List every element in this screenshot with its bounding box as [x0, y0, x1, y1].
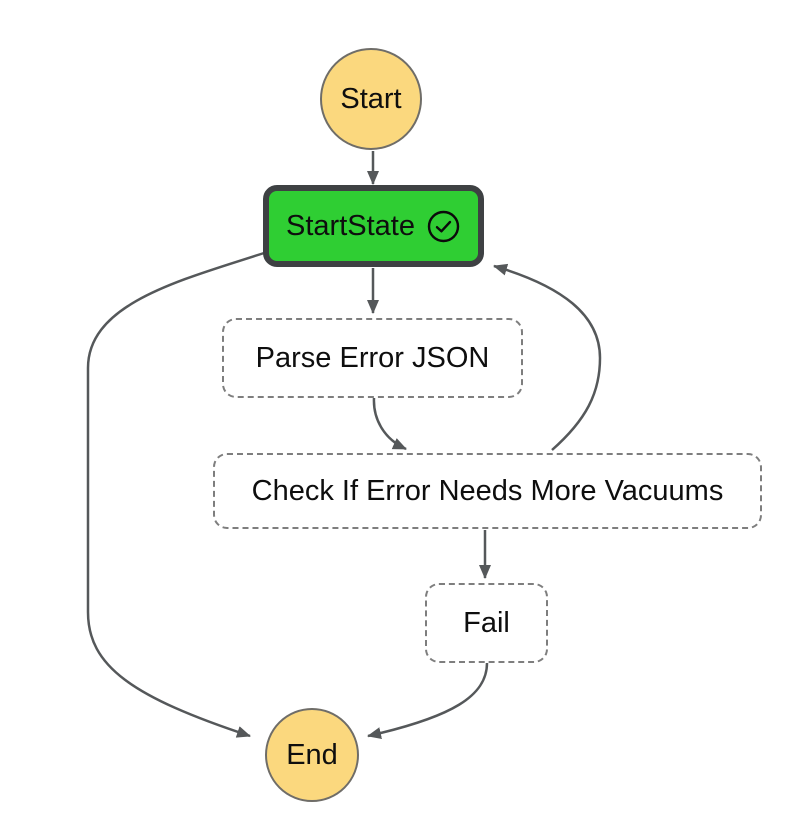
state-parse-error-json-label: Parse Error JSON	[255, 341, 490, 374]
edge-startstate-to-end	[86, 250, 268, 738]
state-parse-error-json[interactable]: Parse Error JSON	[222, 318, 523, 398]
state-startstate-label: StartState	[286, 209, 415, 242]
node-end: End	[265, 708, 359, 802]
node-start-label: Start	[340, 82, 402, 115]
state-check-if-error-needs-more-vacuums[interactable]: Check If Error Needs More Vacuums	[213, 453, 762, 529]
edge-parse-to-check	[372, 397, 407, 451]
state-fail-label: Fail	[463, 606, 510, 639]
state-check-label: Check If Error Needs More Vacuums	[251, 474, 724, 507]
node-start: Start	[320, 48, 422, 150]
node-end-label: End	[286, 738, 338, 771]
state-fail[interactable]: Fail	[425, 583, 548, 663]
state-startstate[interactable]: StartState	[263, 185, 484, 267]
check-circle-icon	[426, 209, 461, 244]
edge-fail-to-end	[367, 662, 489, 739]
edge-check-to-startstate	[493, 263, 602, 451]
